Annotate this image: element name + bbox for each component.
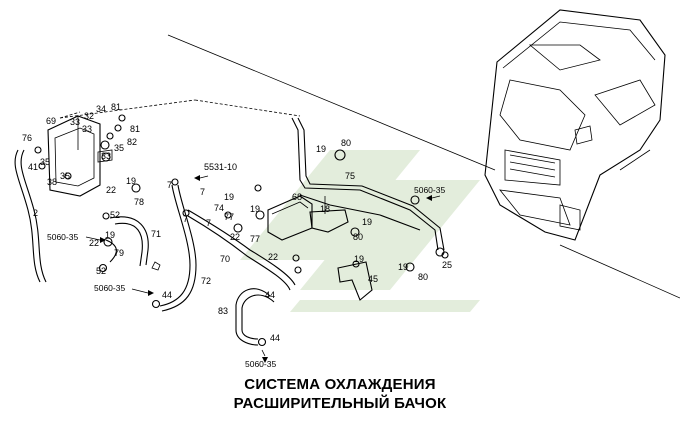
callout-19: 19 (316, 144, 326, 154)
callout-34: 34 (96, 104, 106, 114)
callout-77: 77 (250, 234, 260, 244)
callout-7: 7 (200, 187, 205, 197)
callout-83: 83 (218, 306, 228, 316)
callout-19: 19 (105, 230, 115, 240)
callout-75: 75 (345, 171, 355, 181)
callout-82: 82 (127, 137, 137, 147)
bracket-18 (309, 196, 349, 233)
callout-77: 77 (224, 212, 234, 222)
callout-52: 52 (110, 210, 120, 220)
callout-80: 80 (353, 232, 363, 242)
reference-5060-35: 5060-35 (47, 232, 78, 242)
callout-74: 74 (214, 203, 224, 213)
pipe-75 (291, 117, 445, 257)
callout-76: 76 (22, 133, 32, 143)
callout-33: 33 (101, 151, 111, 161)
callout-68: 68 (292, 192, 302, 202)
callout-19: 19 (224, 192, 234, 202)
callout-35: 35 (114, 143, 124, 153)
reference-5060-35: 5060-35 (94, 283, 125, 293)
callout-2: 2 (33, 208, 38, 218)
callout-7: 7 (206, 218, 211, 228)
callout-18: 18 (320, 204, 330, 214)
callout-22: 22 (230, 232, 240, 242)
callout-32: 32 (84, 111, 94, 121)
callout-35: 35 (60, 171, 70, 181)
callout-19: 19 (362, 217, 372, 227)
reference-arrows (85, 175, 441, 363)
callout-22: 22 (106, 185, 116, 195)
frame-lines (59, 34, 680, 299)
hose-72 (151, 178, 197, 312)
callout-25: 25 (442, 260, 452, 270)
callout-35: 35 (40, 157, 50, 167)
hose-83 (235, 288, 275, 347)
callout-22: 22 (89, 238, 99, 248)
callout-80: 80 (418, 272, 428, 282)
reference-5060-35: 5060-35 (245, 359, 276, 369)
hose-70 (182, 209, 302, 291)
callout-70: 70 (220, 254, 230, 264)
callout-72: 72 (201, 276, 211, 286)
callout-41: 41 (28, 162, 38, 172)
callout-labels: 2 76 69 33 32 34 81 33 81 82 33 35 41 35… (22, 102, 452, 343)
callout-19: 19 (354, 254, 364, 264)
callout-78: 78 (134, 197, 144, 207)
callout-33: 33 (70, 117, 80, 127)
callout-52: 52 (96, 266, 106, 276)
callout-80: 80 (341, 138, 351, 148)
diagram-title-line-1: СИСТЕМА ОХЛАЖДЕНИЯ (244, 376, 436, 393)
clamps-and-bolts (103, 184, 449, 272)
reference-labels: 5060-35 5060-35 5060-35 5060-35 (47, 185, 445, 369)
callout-19: 19 (126, 176, 136, 186)
callout-38: 38 (47, 177, 57, 187)
callout-44: 44 (162, 290, 172, 300)
truck-cab-illustration (484, 9, 666, 241)
callout-22: 22 (268, 252, 278, 262)
callout-81: 81 (130, 124, 140, 134)
bracket-45 (337, 260, 373, 301)
hose-71 (98, 212, 161, 273)
expansion-tank (14, 114, 141, 283)
callout-69: 69 (46, 116, 56, 126)
callout-19: 19 (250, 204, 260, 214)
callout-44: 44 (270, 333, 280, 343)
callout-81: 81 (111, 102, 121, 112)
callout-5531-10: 5531-10 (204, 162, 237, 172)
callout-71: 71 (151, 229, 161, 239)
callout-79: 79 (114, 248, 124, 258)
callout-45: 45 (368, 274, 378, 284)
callout-7: 7 (167, 180, 172, 190)
callout-44: 44 (265, 290, 275, 300)
callout-7: 7 (183, 214, 188, 224)
diagram-title-line-2: РАСШИРИТЕЛЬНЫЙ БАЧОК (233, 395, 447, 412)
callout-19: 19 (398, 262, 408, 272)
watermark-logo (240, 150, 480, 312)
reference-5060-35: 5060-35 (414, 185, 445, 195)
callout-33: 33 (82, 124, 92, 134)
